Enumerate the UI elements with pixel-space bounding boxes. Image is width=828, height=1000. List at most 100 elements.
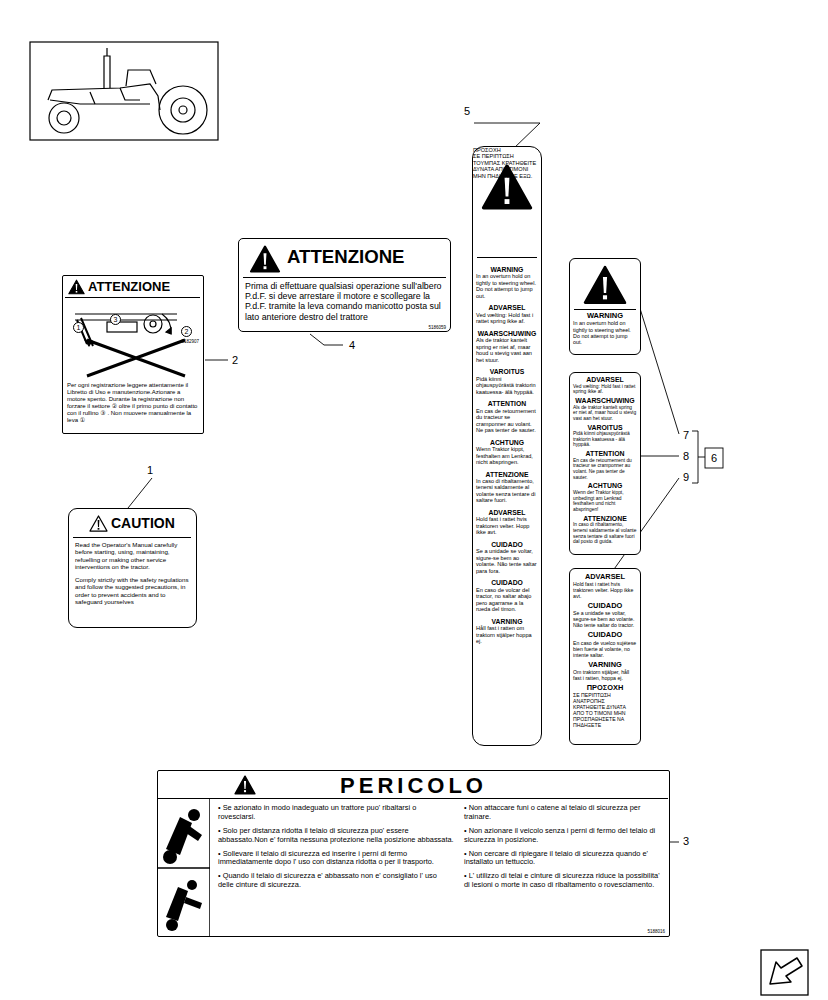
decal-part <box>249 245 281 273</box>
safety-decal: ADVARSELHold fast i rattet hvis traktore… <box>569 568 641 745</box>
safety-decal: ATTENZIONE Per ogni registrazione leggere… <box>62 275 204 434</box>
decal-part: • Non attaccare funi o catene al telaio … <box>464 804 661 895</box>
decal-heading: ATTENTION <box>573 450 637 458</box>
decal-part: ATTENZIONE <box>88 280 201 294</box>
decal-part <box>75 314 185 376</box>
decal-part <box>65 297 200 298</box>
callout-number: 5 <box>464 105 470 117</box>
callout-number: 4 <box>349 339 355 351</box>
decal-part: 5186059 <box>428 326 446 331</box>
decal-text: Als de traktor kantelt spring er niet af… <box>573 405 637 422</box>
decal-text: En caso de volcar del tractor, no saltar… <box>476 587 538 613</box>
decal-part <box>244 790 246 792</box>
callout-number: 9 <box>683 471 689 483</box>
decal-text: • Solo per distanza ridotta il telaio di… <box>218 827 454 845</box>
decal-part <box>505 177 510 196</box>
decal-text: Hold fast i rattet hvis traktoren velter… <box>573 581 637 599</box>
decal-part <box>69 280 84 294</box>
decal-part <box>98 520 100 527</box>
decal-heading: ADVARSEL <box>476 304 538 311</box>
decal-part <box>166 817 192 855</box>
decal-text: ΣΕ ΠΕΡΙΠΤΩΣΗ ΤΟΥΜΠΑΣ ΚΡΑΤΗΘΕΙΤΕ ΔΥΝΑΤΑ Α… <box>473 153 541 179</box>
decal-part <box>98 528 100 530</box>
page-arrow-icon <box>761 950 808 995</box>
decal-text: • Quando il telaio di sicurezza e' abbas… <box>218 872 454 890</box>
decal-text: • Sollevare il telaio di sicurezza ed in… <box>218 850 454 868</box>
decal-heading: CAUTION <box>111 516 194 531</box>
decal-text: Wenn der Traktor kippt, unbedingt am Len… <box>573 490 637 513</box>
decal-part <box>603 295 607 299</box>
decal-part <box>187 880 197 890</box>
decal-part <box>243 277 446 278</box>
callout-number: 3 <box>683 835 689 847</box>
decal-part <box>166 328 171 334</box>
decal-text: Ved vælting: Hold fast i rattet spring i… <box>573 384 637 395</box>
decal-text: Håll fast i ratten om traktorn stjälper … <box>476 625 538 644</box>
decal-heading: CUIDADO <box>573 631 637 639</box>
decal-part <box>186 825 202 841</box>
decal-part <box>68 279 85 295</box>
safety-decal: ADVARSELVed vælting: Hold fast i rattet … <box>569 372 641 555</box>
decal-part <box>264 266 267 269</box>
decal-heading: PERICOLO <box>278 774 549 797</box>
safety-decal: WARNINGIn an overturn hold on tightly to… <box>569 258 641 355</box>
decal-part <box>574 309 636 310</box>
decal-text: Pidä kiinni ohjauspyörästä traktorin kaa… <box>476 376 538 395</box>
decal-part: ATTENZIONE <box>287 247 446 267</box>
callout-number: 6 <box>711 452 717 464</box>
decal-heading: VAROITUS <box>476 368 538 375</box>
decal-part <box>76 291 78 293</box>
decal-heading: ATTENZIONE <box>88 280 201 294</box>
decal-text: En caso de vuelco sujétese bien fuerte a… <box>573 640 637 658</box>
decal-text: En cas de retournement du tracteur se cr… <box>476 408 538 434</box>
safety-decal: PERICOLO • Se azionato in modo inadeguato… <box>157 770 670 937</box>
decal-text: Comply strictly with the safety regulati… <box>75 576 190 606</box>
decal-text: En cas de retournement du tracteur se cr… <box>573 458 637 481</box>
decal-part <box>158 867 210 869</box>
safety-decal: WARNINGIn an overturn hold on tightly to… <box>472 146 542 746</box>
decal-part: Prima di effettuare qualsiasi operazione… <box>245 281 444 322</box>
decal-heading: ACHTUNG <box>573 482 637 490</box>
picture-callout: 2 <box>181 326 192 337</box>
decal-part: PERICOLO <box>278 774 549 797</box>
decal-heading: WARNING <box>573 312 637 320</box>
decal-part <box>188 809 200 821</box>
decal-part <box>166 887 188 921</box>
decal-part <box>583 265 627 305</box>
decal-part <box>76 284 78 290</box>
decal-part: WARNINGIn an overturn hold on tightly to… <box>476 261 538 645</box>
decal-part <box>234 775 256 795</box>
decal-text: In caso di ribaltamento, tenersi saldame… <box>476 478 538 504</box>
decal-text: In an overturn hold on tightly to steeri… <box>573 320 637 345</box>
decal-heading: ΠΡΟΣΟΧΗ <box>573 684 637 692</box>
decal-code: 5188016 <box>647 930 665 935</box>
decal-heading: ADVARSEL <box>476 509 538 516</box>
decal-text: In caso di ribaltamento, tenersi saldame… <box>573 522 637 545</box>
decal-text: Read the Operator's Manual carefully bef… <box>75 541 190 571</box>
decal-heading: VARNING <box>573 661 637 669</box>
decal-text: Als de traktor kantelt spring er niet af… <box>476 337 538 363</box>
decal-part <box>89 515 108 532</box>
decal-part <box>73 537 191 538</box>
decal-text: • Se azionato in modo inadeguato un trat… <box>218 804 454 822</box>
decal-text: Pidä kiinni ohjauspyörästä traktorin kaa… <box>573 431 637 448</box>
decal-part: 5188016 <box>647 930 665 935</box>
decal-heading: ATTENZIONE <box>573 515 637 523</box>
decal-text: Wenn Traktor kippt, festhalten am Lenkra… <box>476 446 538 465</box>
decal-part <box>162 314 171 334</box>
decal-part: ADVARSELHold fast i rattet hvis traktore… <box>573 570 637 728</box>
decal-heading: WAARSCHUWING <box>573 397 637 405</box>
decal-part <box>477 257 537 258</box>
decal-part: • Se azionato in modo inadeguato un trat… <box>218 804 454 895</box>
decal-text: Per ogni registrazione leggere attentame… <box>67 382 199 424</box>
picture-callout: 1 <box>73 322 84 333</box>
decal-part: Read the Operator's Manual carefully bef… <box>75 541 190 611</box>
decal-part <box>158 799 210 936</box>
decal-text: • Non attaccare funi o catene al telaio … <box>464 804 661 822</box>
decal-text: Ved vælting: Hold fast i rattet spring i… <box>476 312 538 325</box>
decal-heading: ATTENZIONE <box>287 247 446 267</box>
decal-heading: CUIDADO <box>573 602 637 610</box>
decal-part <box>158 798 668 799</box>
decal-part <box>244 781 246 789</box>
decal-heading: VARNING <box>476 618 538 625</box>
